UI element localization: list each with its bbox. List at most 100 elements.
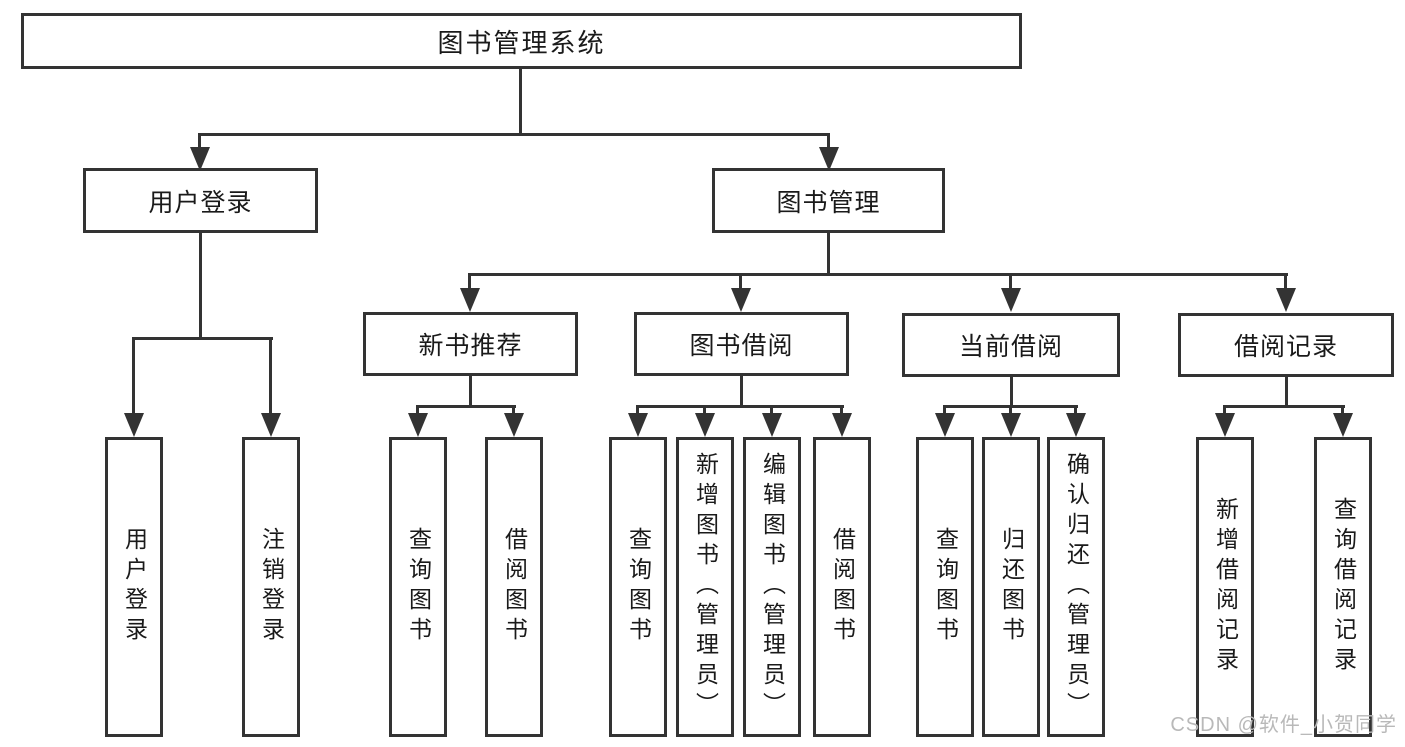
arrow-to-leaf-query-record bbox=[1333, 405, 1353, 437]
leaf-label: 查询借阅记录 bbox=[1330, 497, 1357, 677]
leaf-borrow-book-2: 借阅图书 bbox=[813, 437, 871, 737]
arrow-stem bbox=[827, 133, 830, 155]
leaf-label: 新增借阅记录 bbox=[1212, 497, 1239, 677]
connector-user-login-bar bbox=[133, 337, 273, 340]
leaf-borrow-book-1: 借阅图书 bbox=[485, 437, 543, 737]
csdn-watermark: CSDN @软件_小贺同学 bbox=[1170, 714, 1397, 736]
connector-user-login-stem bbox=[199, 233, 202, 337]
arrow-stem bbox=[739, 273, 742, 296]
arrow-to-leaf-return-book bbox=[1001, 405, 1021, 437]
leaf-label: 查询图书 bbox=[405, 527, 432, 647]
arrow-to-leaf-add-book bbox=[695, 405, 715, 437]
arrowhead-down-icon bbox=[1001, 288, 1021, 312]
node-label: 图书借阅 bbox=[689, 332, 794, 360]
leaf-query-book-2: 查询图书 bbox=[609, 437, 667, 737]
arrowhead-down-icon bbox=[695, 413, 715, 437]
leaf-logout: 注销登录 bbox=[242, 437, 300, 737]
arrowhead-down-icon bbox=[1276, 288, 1296, 312]
connector-borrow-records-bar bbox=[1224, 405, 1345, 408]
node-label: 图书管理 bbox=[776, 188, 881, 217]
arrowhead-down-icon bbox=[504, 413, 524, 437]
node-label: 用户登录 bbox=[148, 188, 253, 217]
leaf-label: 注销登录 bbox=[258, 527, 285, 647]
node-current-borrowing: 当前借阅 bbox=[902, 313, 1120, 377]
leaf-confirm-return-admin: 确认归还（管理员） bbox=[1047, 437, 1105, 737]
arrow-to-leaf-user-login bbox=[124, 337, 144, 437]
connector-root-stem bbox=[519, 69, 522, 133]
arrowhead-down-icon bbox=[819, 147, 839, 171]
arrowhead-down-icon bbox=[832, 413, 852, 437]
node-label: 图书管理系统 bbox=[437, 27, 606, 58]
leaf-label: 借阅图书 bbox=[501, 527, 528, 647]
leaf-label: 查询图书 bbox=[932, 527, 959, 647]
arrow-to-leaf-query-book-2 bbox=[628, 405, 648, 437]
node-book-borrowing: 图书借阅 bbox=[634, 312, 849, 376]
arrow-to-leaf-add-record bbox=[1215, 405, 1235, 437]
node-new-book-recommend: 新书推荐 bbox=[363, 312, 578, 376]
arrow-stem bbox=[1284, 273, 1287, 296]
leaf-return-book: 归还图书 bbox=[982, 437, 1040, 737]
leaf-query-book-1: 查询图书 bbox=[389, 437, 447, 737]
arrowhead-down-icon bbox=[1066, 413, 1086, 437]
arrowhead-down-icon bbox=[731, 288, 751, 312]
arrowhead-down-icon bbox=[261, 413, 281, 437]
arrow-to-leaf-edit-book bbox=[762, 405, 782, 437]
leaf-user-login: 用户登录 bbox=[105, 437, 163, 737]
arrow-to-leaf-confirm-return bbox=[1066, 405, 1086, 437]
arrow-stem bbox=[269, 337, 272, 421]
arrowhead-down-icon bbox=[1333, 413, 1353, 437]
arrow-stem bbox=[1009, 273, 1012, 296]
arrow-to-book-borrowing bbox=[731, 273, 751, 312]
node-user-login: 用户登录 bbox=[83, 168, 318, 233]
arrowhead-down-icon bbox=[460, 288, 480, 312]
connector-book-borrow-bar bbox=[637, 405, 844, 408]
node-borrowing-records: 借阅记录 bbox=[1178, 313, 1394, 377]
arrow-to-leaf-query-book-3 bbox=[935, 405, 955, 437]
arrow-to-book-management bbox=[819, 133, 839, 171]
leaf-label: 编辑图书（管理员） bbox=[759, 452, 786, 722]
leaf-add-book-admin: 新增图书（管理员） bbox=[676, 437, 734, 737]
arrowhead-down-icon bbox=[1215, 413, 1235, 437]
connector-borrow-records-stem bbox=[1285, 376, 1288, 405]
leaf-label: 用户登录 bbox=[121, 527, 148, 647]
arrow-stem bbox=[468, 273, 471, 296]
leaf-label: 归还图书 bbox=[998, 527, 1025, 647]
node-root-system: 图书管理系统 bbox=[21, 13, 1022, 69]
arrowhead-down-icon bbox=[190, 147, 210, 171]
connector-new-book-bar bbox=[417, 405, 516, 408]
arrow-to-borrowing-records bbox=[1276, 273, 1296, 312]
arrow-to-leaf-query-book-1 bbox=[408, 405, 428, 437]
arrow-to-leaf-borrow-book-1 bbox=[504, 405, 524, 437]
arrowhead-down-icon bbox=[124, 413, 144, 437]
leaf-label: 借阅图书 bbox=[829, 527, 856, 647]
connector-book-mgmt-stem bbox=[827, 233, 830, 273]
arrowhead-down-icon bbox=[935, 413, 955, 437]
leaf-query-borrow-record: 查询借阅记录 bbox=[1314, 437, 1372, 737]
connector-level2-bar bbox=[199, 133, 830, 136]
node-label: 借阅记录 bbox=[1233, 333, 1338, 361]
node-label: 新书推荐 bbox=[418, 332, 523, 360]
leaf-label: 查询图书 bbox=[625, 527, 652, 647]
connector-level3-bar bbox=[469, 273, 1288, 276]
arrow-to-current-borrowing bbox=[1001, 273, 1021, 312]
leaf-label: 确认归还（管理员） bbox=[1063, 452, 1090, 722]
leaf-query-book-3: 查询图书 bbox=[916, 437, 974, 737]
arrow-stem bbox=[132, 337, 135, 421]
node-label: 当前借阅 bbox=[958, 333, 1063, 361]
connector-book-borrow-stem bbox=[740, 376, 743, 405]
connector-new-book-stem bbox=[469, 376, 472, 405]
arrowhead-down-icon bbox=[408, 413, 428, 437]
arrow-to-new-book-recommend bbox=[460, 273, 480, 312]
arrowhead-down-icon bbox=[628, 413, 648, 437]
leaf-edit-book-admin: 编辑图书（管理员） bbox=[743, 437, 801, 737]
arrow-to-leaf-borrow-book-2 bbox=[832, 405, 852, 437]
arrowhead-down-icon bbox=[1001, 413, 1021, 437]
arrowhead-down-icon bbox=[762, 413, 782, 437]
leaf-label: 新增图书（管理员） bbox=[692, 452, 719, 722]
arrow-to-user-login bbox=[190, 133, 210, 171]
arrow-to-leaf-logout bbox=[261, 337, 281, 437]
node-book-management: 图书管理 bbox=[712, 168, 945, 233]
connector-current-borrow-stem bbox=[1010, 376, 1013, 405]
arrow-stem bbox=[198, 133, 201, 155]
